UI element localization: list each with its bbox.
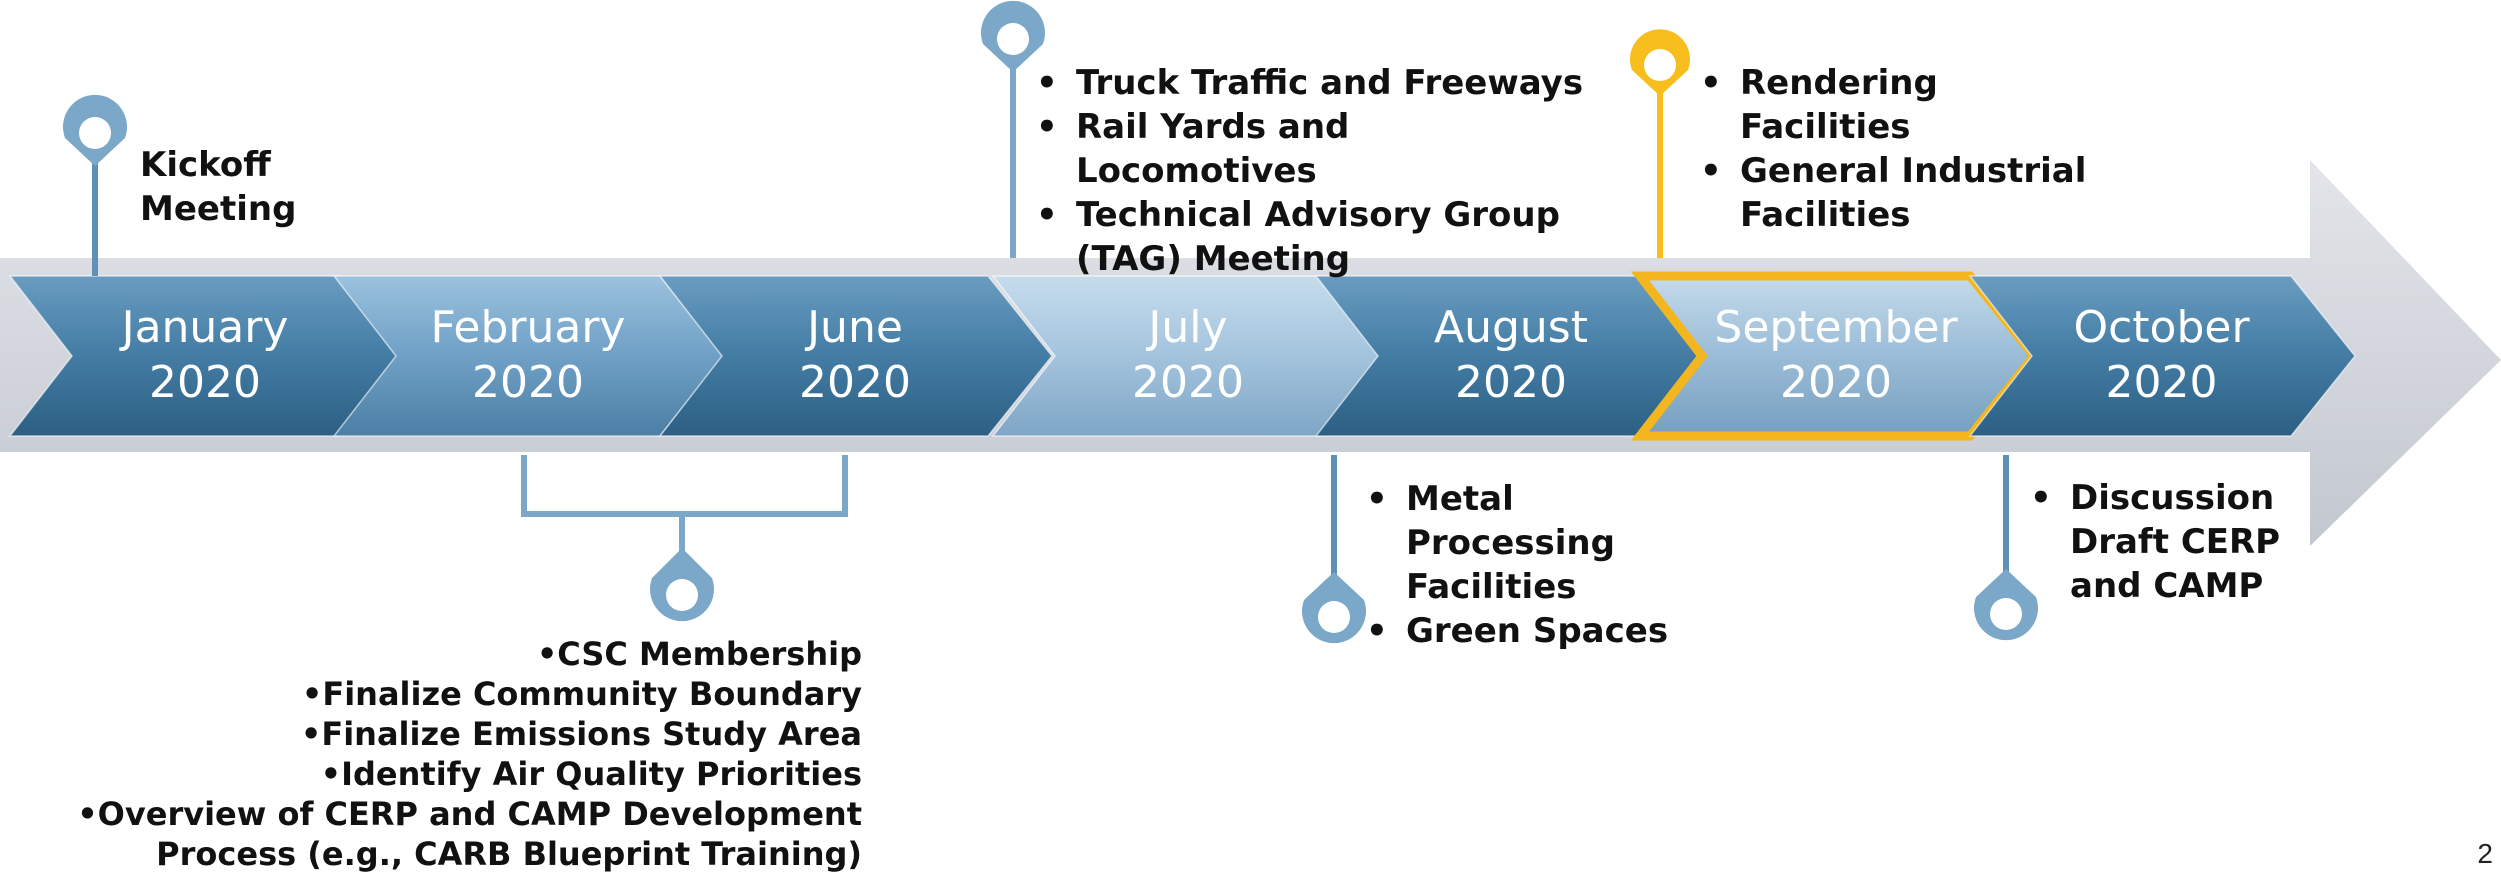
september-item: Rendering Facilities [1700,61,2090,149]
feb-june-item: Finalize Community Boundary [40,674,862,714]
january-note-text: Kickoff Meeting [140,145,297,229]
month-year: 2020 [1132,357,1244,408]
july-item: Technical Advisory Group (TAG) Meeting [1036,193,1596,281]
month-chevrons: January2020February2020June2020July2020A… [8,271,2356,441]
october-note: Discussion Draft CERP and CAMP [2030,476,2300,608]
july-item: Rail Yards and Locomotives [1036,105,1596,193]
september-note: Rendering Facilities General Industrial … [1700,61,2090,237]
august-note: Metal Processing Facilities Green Spaces [1366,477,1726,653]
month-year: 2020 [472,357,584,408]
month-year: 2020 [1780,357,1892,408]
july-pin-icon [981,0,1045,72]
month-year: 2020 [799,357,911,408]
feb-june-item: Overview of CERP and CAMP Development Pr… [40,794,862,874]
month-label: September [1714,302,1958,353]
feb-june-item: Identify Air Quality Priorities [40,754,862,794]
feb-june-pin-icon [649,548,714,622]
month-year: 2020 [149,357,261,408]
month-label: October [2073,302,2250,353]
august-item: Metal Processing Facilities [1366,477,1726,609]
feb-june-item: CSC Membership [40,634,862,674]
january-note: Kickoff Meeting [140,143,370,231]
october-pin-icon [1974,569,2038,641]
month-label: June [804,302,903,353]
feb-june-bracket [521,455,848,560]
september-pin-icon [1630,29,1690,96]
month-label: February [431,302,626,353]
month-label: July [1145,302,1227,353]
feb-june-note: CSC Membership Finalize Community Bounda… [40,634,862,874]
month-year: 2020 [1455,357,1567,408]
page-number: 2 [2477,838,2493,869]
month-label: January [119,302,289,353]
month-year: 2020 [2106,357,2218,408]
month-label: August [1434,302,1588,353]
september-item: General Industrial Facilities [1700,149,2090,237]
feb-june-item: Finalize Emissions Study Area [40,714,862,754]
october-item: Discussion Draft CERP and CAMP [2030,476,2300,608]
july-item: Truck Traffic and Freeways [1036,61,1596,105]
august-item: Green Spaces [1366,609,1726,653]
august-pin-icon [1302,572,1366,644]
july-note: Truck Traffic and Freeways Rail Yards an… [1036,61,1596,281]
january-pin-icon [62,94,127,166]
